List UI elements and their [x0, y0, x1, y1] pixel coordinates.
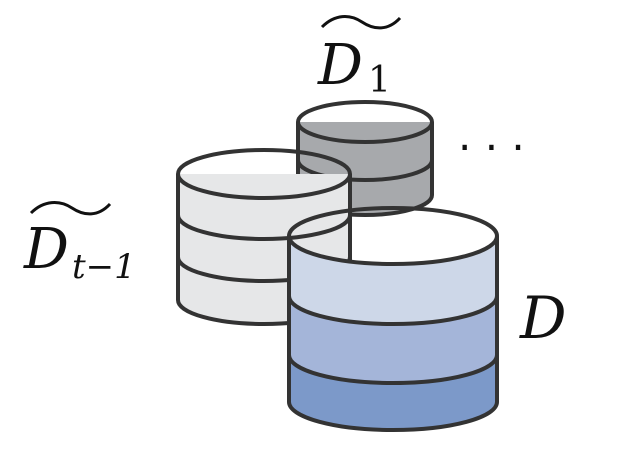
label-dt1-main: D: [23, 217, 69, 282]
tilde-dt1: [29, 201, 112, 216]
label-d1-main: D: [317, 33, 363, 98]
tilde-d1: [320, 15, 402, 30]
database-d-icon: [287, 206, 499, 432]
label-d1: D 1: [317, 15, 402, 101]
label-dt1: D t−1: [23, 201, 136, 287]
label-d: D: [519, 284, 567, 352]
label-dt1-sub: t−1: [72, 247, 136, 287]
ellipsis: · · ·: [458, 123, 525, 172]
label-d1-sub: 1: [368, 60, 391, 101]
